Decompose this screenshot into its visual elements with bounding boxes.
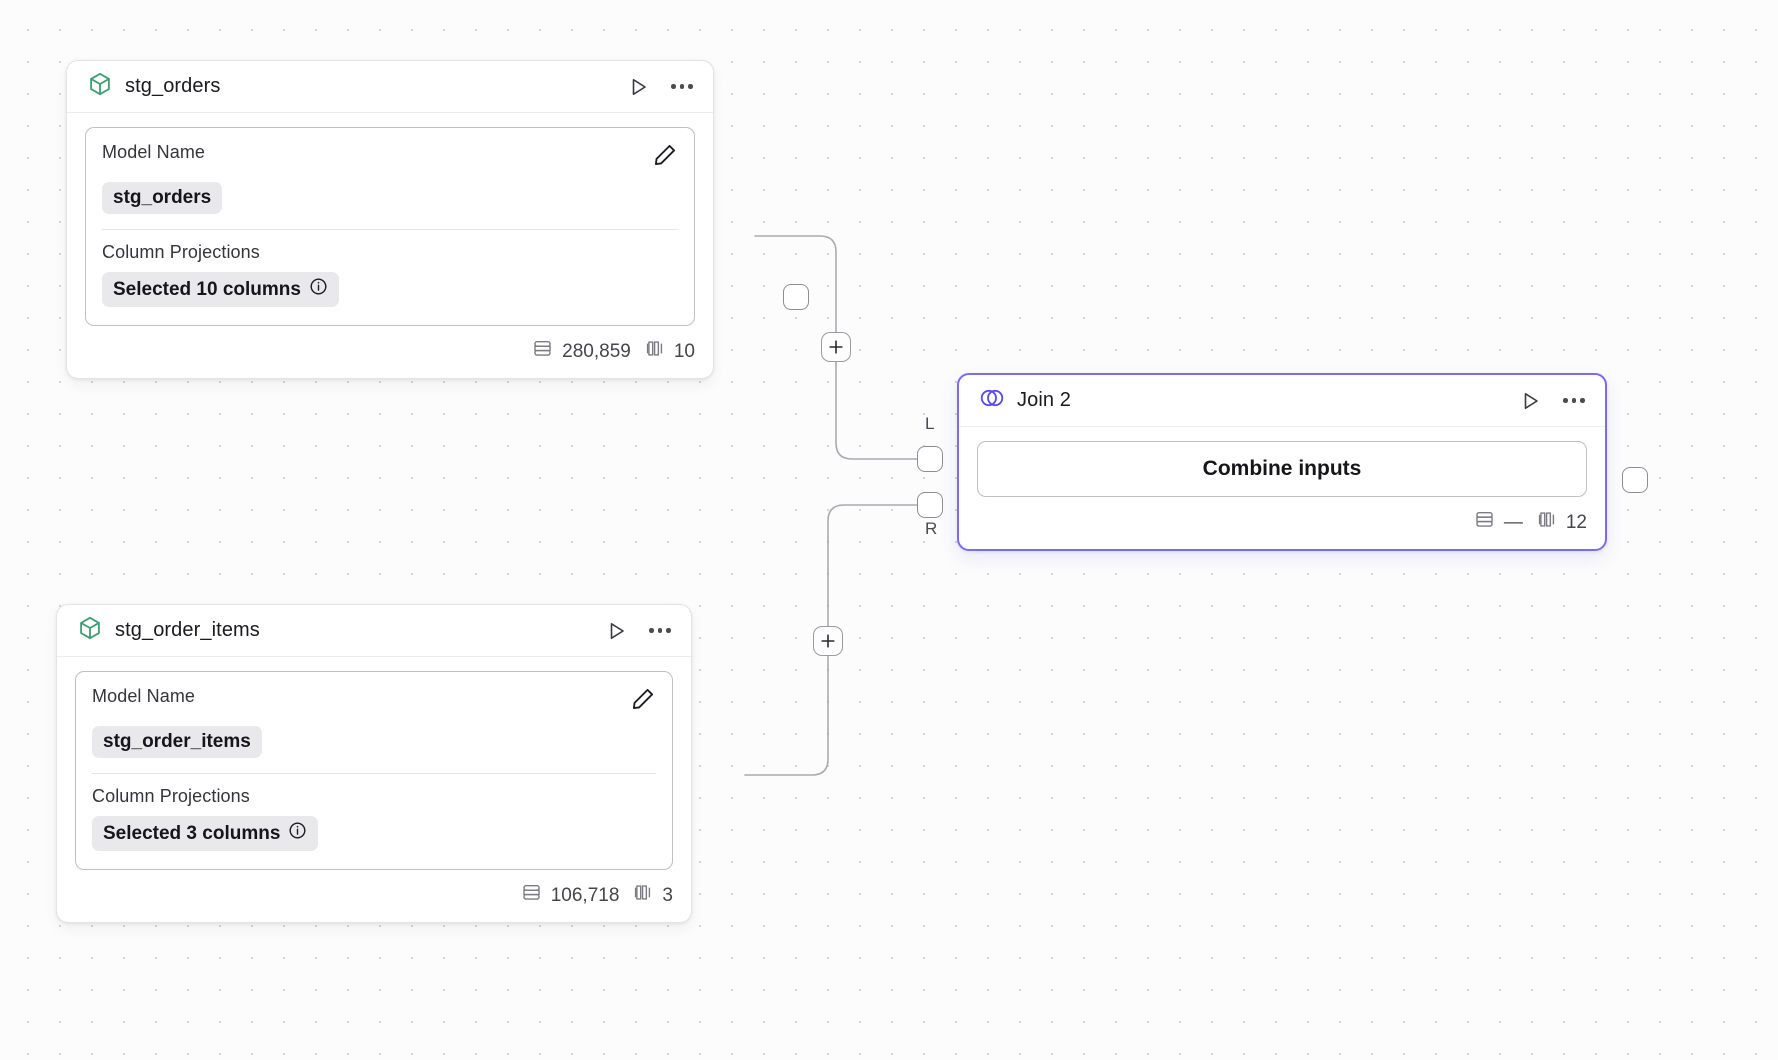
input-port-label-left: L	[925, 414, 935, 433]
add-node-on-edge-top[interactable]	[821, 332, 851, 362]
rows-icon	[532, 338, 553, 365]
info-icon[interactable]	[288, 821, 307, 846]
node-body: Model Name stg_orders Column Projections…	[67, 113, 713, 326]
row-count-value: 280,859	[562, 340, 631, 362]
column-count-value: 3	[662, 884, 673, 906]
model-config-panel: Model Name stg_order_items Column Projec…	[75, 671, 673, 870]
node-header-actions	[1517, 388, 1587, 414]
columns-icon	[644, 338, 665, 365]
columns-icon	[1536, 509, 1557, 536]
input-port-label-right: R	[925, 519, 938, 538]
node-header: Join 2	[959, 375, 1605, 427]
column-projections-value[interactable]: Selected 3 columns	[92, 816, 319, 851]
more-icon[interactable]	[1561, 388, 1587, 414]
pencil-icon[interactable]	[630, 686, 656, 717]
columns-icon	[632, 882, 653, 909]
node-join-2[interactable]: Join 2 Combine inputs	[957, 373, 1607, 551]
node-header-actions	[625, 74, 695, 100]
cube-icon	[87, 71, 113, 102]
input-port-join-right[interactable]	[917, 492, 943, 518]
column-projections-text: Selected 3 columns	[103, 822, 281, 844]
model-name-value[interactable]: stg_orders	[102, 182, 223, 214]
node-stg-orders[interactable]: stg_orders Model Name	[66, 60, 809, 379]
row-count-stat: 106,718	[521, 882, 620, 909]
node-body: Combine inputs	[959, 427, 1605, 497]
model-config-panel: Model Name stg_orders Column Projections…	[85, 127, 695, 326]
node-stg-order-items[interactable]: stg_order_items Model Name	[56, 604, 692, 923]
cube-icon	[77, 615, 103, 646]
row-count-value: —	[1503, 511, 1523, 533]
column-count-value: 10	[673, 340, 695, 362]
input-port-join-left[interactable]	[917, 446, 943, 472]
column-projections-text: Selected 10 columns	[113, 278, 301, 300]
node-header-actions	[603, 618, 673, 644]
column-count-stat: 12	[1536, 509, 1587, 536]
node-header: stg_orders	[67, 61, 713, 113]
model-name-value[interactable]: stg_order_items	[92, 726, 262, 758]
pencil-icon[interactable]	[652, 142, 678, 173]
node-title: stg_orders	[125, 75, 221, 97]
node-footer: 106,718 3	[57, 870, 691, 922]
more-icon[interactable]	[647, 618, 673, 644]
column-count-stat: 10	[644, 338, 695, 365]
output-port-stg-orders[interactable]	[783, 284, 809, 310]
node-title: Join 2	[1017, 389, 1071, 411]
node-body: Model Name stg_order_items Column Projec…	[57, 657, 691, 870]
row-count-stat: 280,859	[532, 338, 631, 365]
node-footer: — 12	[959, 497, 1605, 549]
column-projections-label: Column Projections	[92, 786, 250, 806]
row-count-value: 106,718	[550, 884, 620, 906]
column-count-stat: 3	[632, 882, 673, 909]
column-projections-value[interactable]: Selected 10 columns	[102, 272, 339, 307]
model-name-label: Model Name	[92, 686, 196, 706]
row-count-stat: —	[1474, 509, 1523, 536]
column-projections-label: Column Projections	[102, 242, 260, 262]
panel-divider	[92, 773, 656, 774]
run-icon[interactable]	[625, 74, 651, 100]
column-count-value: 12	[1565, 511, 1587, 533]
run-icon[interactable]	[1517, 388, 1543, 414]
info-icon[interactable]	[309, 277, 328, 302]
panel-divider	[102, 229, 678, 230]
node-title: stg_order_items	[115, 619, 260, 641]
output-port-join-2[interactable]	[1622, 467, 1648, 493]
model-name-label: Model Name	[102, 142, 206, 162]
node-footer: 280,859 10	[67, 326, 713, 378]
add-node-on-edge-bottom[interactable]	[813, 626, 843, 656]
combine-inputs-button[interactable]: Combine inputs	[977, 441, 1587, 497]
rows-icon	[1474, 509, 1495, 536]
run-icon[interactable]	[603, 618, 629, 644]
rows-icon	[521, 882, 542, 909]
node-header: stg_order_items	[57, 605, 691, 657]
more-icon[interactable]	[669, 74, 695, 100]
venn-icon	[979, 385, 1005, 416]
